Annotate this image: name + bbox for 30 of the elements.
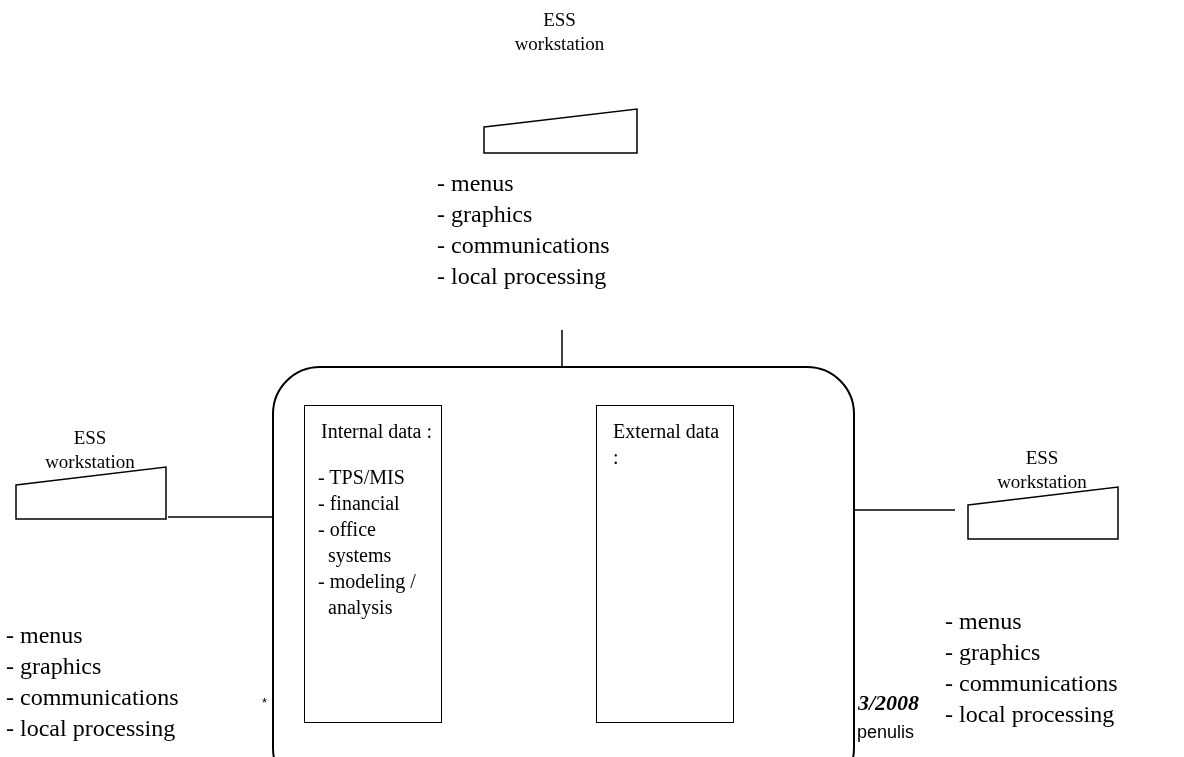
feature-item: - local processing	[945, 701, 1115, 728]
workstation-label: ESS workstation	[513, 8, 606, 56]
data-box	[304, 405, 442, 723]
feature-item: - communications	[437, 232, 610, 259]
list-item: - TPS/MIS	[318, 465, 405, 490]
rounded-panel	[272, 366, 855, 757]
data-box	[596, 405, 734, 723]
feature-item: - local processing	[6, 715, 176, 742]
feature-item: - menus	[6, 622, 83, 649]
connector-line	[561, 329, 563, 367]
list-item: - financial	[318, 491, 400, 516]
feature-item: - menus	[945, 608, 1022, 635]
list-item: - modeling / analysis	[318, 569, 417, 620]
box-heading: Internal data :	[321, 419, 433, 444]
connector-line	[167, 516, 273, 518]
date-text: 3/2008	[858, 690, 920, 716]
feature-item: - menus	[437, 170, 514, 197]
list-item: - office systems	[318, 517, 393, 568]
footer-text: penulis	[857, 722, 915, 743]
workstation-label: ESS workstation	[996, 446, 1088, 494]
connector-line	[854, 509, 956, 511]
footnote-mark: *	[262, 695, 268, 710]
feature-item: - local processing	[437, 263, 607, 290]
feature-item: - communications	[6, 684, 179, 711]
feature-item: - communications	[945, 670, 1118, 697]
feature-item: - graphics	[945, 639, 1041, 666]
box-heading: External data :	[613, 419, 721, 470]
workstation-label: ESS workstation	[44, 426, 136, 474]
feature-item: - graphics	[437, 201, 533, 228]
feature-item: - graphics	[6, 653, 102, 680]
